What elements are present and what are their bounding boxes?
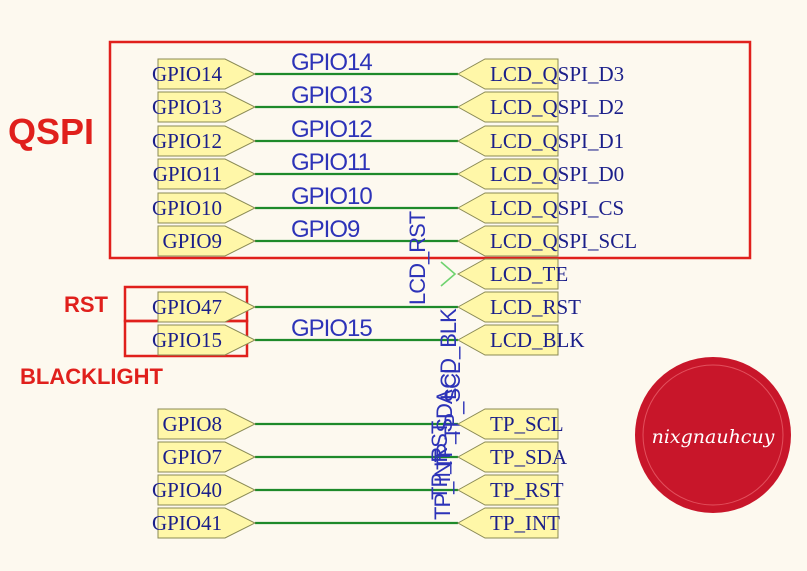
- gpio-label-gpio8: GPIO8: [162, 412, 222, 436]
- net-label-gpio12: GPIO12: [291, 116, 372, 143]
- net-label-gpio10: GPIO10: [291, 183, 372, 210]
- gpio-label-gpio11: GPIO11: [153, 162, 222, 186]
- lcd-port-lcd-qspi-d2: [456, 91, 559, 123]
- gpio-port-gpio11: [157, 158, 257, 190]
- lcd-label-lcd-qspi-d1: LCD_QSPI_D1: [490, 129, 624, 153]
- lcd-port-tp-int: [456, 507, 559, 539]
- gpio-label-gpio41: GPIO41: [152, 511, 222, 535]
- net-label-lcd-blk: LCD_BLK: [436, 308, 461, 400]
- seal-inner-ring: [642, 364, 784, 506]
- qspi-highlight-box: [108, 40, 752, 260]
- gpio-port-gpio47: [157, 291, 257, 323]
- lcd-port-lcd-blk: [456, 324, 559, 356]
- gpio-port-gpio10: [157, 192, 257, 224]
- lcd-label-lcd-blk: LCD_BLK: [490, 328, 585, 352]
- lcd-label-lcd-rst: LCD_RST: [490, 295, 581, 319]
- gpio-label-gpio13: GPIO13: [152, 95, 222, 119]
- lcd-label-lcd-qspi-cs: LCD_QSPI_CS: [490, 196, 624, 220]
- lcd-port-lcd-qspi-d0: [456, 158, 559, 190]
- gpio-label-gpio15: GPIO15: [152, 328, 222, 352]
- lcd-label-lcd-qspi-d0: LCD_QSPI_D0: [490, 162, 624, 186]
- lcd-port-lcd-qspi-d3: [456, 58, 559, 90]
- net-label-gpio11: GPIO11: [291, 149, 371, 176]
- lcd-port-tp-sda: [456, 441, 559, 473]
- lcd-label-tp-int: TP_INT: [490, 511, 560, 535]
- lcd-label-lcd-te: LCD_TE: [490, 262, 568, 286]
- lcd-port-lcd-rst: [456, 291, 559, 323]
- gpio-label-gpio7: GPIO7: [162, 445, 222, 469]
- rst-label: RST: [64, 292, 109, 317]
- gpio-port-gpio8: [157, 408, 257, 440]
- net-label-gpio15: GPIO15: [291, 315, 372, 342]
- blacklight-label: BLACKLIGHT: [20, 364, 164, 389]
- gpio-port-gpio40: [157, 474, 257, 506]
- net-label-tp-scl: TP_SCL: [440, 362, 465, 440]
- gpio-port-gpio9: [157, 225, 257, 257]
- gpio-port-gpio14: [157, 58, 257, 90]
- lcd-label-tp-rst: TP_RST: [490, 478, 564, 502]
- gpio-label-gpio12: GPIO12: [152, 129, 222, 153]
- lcd-port-tp-scl: [456, 408, 559, 440]
- author-seal: nixgnauhcuy: [635, 357, 791, 513]
- lcd-port-lcd-qspi-d1: [456, 125, 559, 157]
- net-label-gpio14: GPIO14: [291, 49, 372, 76]
- gpio-label-gpio14: GPIO14: [152, 62, 223, 86]
- gpio-label-gpio10: GPIO10: [152, 196, 222, 220]
- gpio-label-gpio40: GPIO40: [152, 478, 222, 502]
- lcd-label-lcd-qspi-d2: LCD_QSPI_D2: [490, 95, 624, 119]
- qspi-label: QSPI: [8, 111, 94, 152]
- lcd-port-lcd-te: [456, 258, 559, 290]
- lcd-port-lcd-qspi-cs: [456, 192, 559, 224]
- lcd-port-tp-rst: [456, 474, 559, 506]
- lcd-label-tp-sda: TP_SDA: [490, 445, 568, 469]
- seal-text: nixgnauhcuy: [652, 426, 775, 448]
- gpio-port-gpio15: [157, 324, 257, 356]
- gpio-port-gpio12: [157, 125, 257, 157]
- net-label-tp-int: TP_INT: [430, 450, 455, 520]
- lcd-label-lcd-qspi-d3: LCD_QSPI_D3: [490, 62, 624, 86]
- no-connect-marker: [440, 261, 457, 287]
- gpio-label-gpio47: GPIO47: [152, 295, 222, 319]
- lcd-label-lcd-qspi-scl: LCD_QSPI_SCL: [490, 229, 637, 253]
- net-label-lcd-rst: LCD_RST: [405, 211, 430, 305]
- wires: [255, 72, 458, 525]
- gpio-port-gpio41: [157, 507, 257, 539]
- lcd-label-tp-scl: TP_SCL: [490, 412, 564, 436]
- gpio-label-gpio9: GPIO9: [162, 229, 222, 253]
- net-label-gpio9: GPIO9: [291, 216, 360, 243]
- lcd-port-lcd-qspi-scl: [456, 225, 559, 257]
- net-label-tp-sda: TP_SDA: [432, 389, 457, 470]
- net-label-tp-rst: TP_RST: [427, 421, 452, 500]
- net-label-gpio13: GPIO13: [291, 82, 372, 109]
- gpio-port-gpio13: [157, 91, 257, 123]
- seal-circle: [635, 357, 791, 513]
- gpio-port-gpio7: [157, 441, 257, 473]
